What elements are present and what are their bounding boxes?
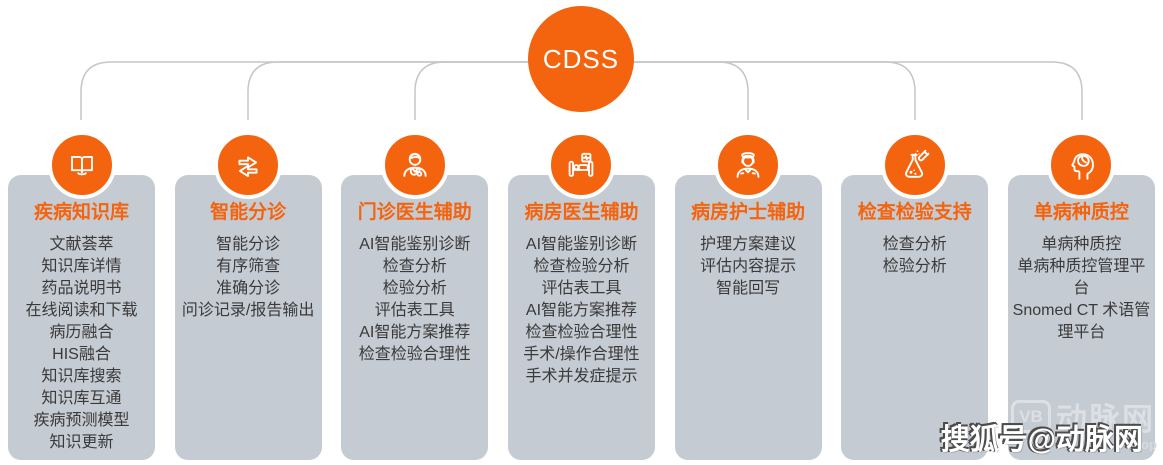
feature-item: 准确分诊 bbox=[216, 280, 281, 297]
doctor-icon bbox=[380, 131, 449, 199]
feature-item: 检验分析 bbox=[382, 280, 447, 297]
column-title: 智能分诊 bbox=[210, 202, 287, 223]
feature-card: 检查检验支持 检查分析检验分析 bbox=[841, 175, 989, 460]
feature-item: 评估表工具 bbox=[541, 280, 622, 297]
brain-head-icon bbox=[1047, 131, 1116, 199]
feature-item: 检验分析 bbox=[882, 258, 947, 275]
column-title: 单病种质控 bbox=[1033, 202, 1129, 223]
connector-col3 bbox=[414, 61, 581, 120]
feature-item: 病历融合 bbox=[49, 324, 114, 341]
feature-item: 知识库详情 bbox=[41, 258, 122, 275]
nurse-icon bbox=[714, 131, 783, 199]
feature-item: AI智能鉴别诊断 bbox=[359, 236, 471, 253]
vcbeat-logo-watermark: VB 动脉网 bbox=[1011, 394, 1155, 439]
feature-item: 检查检验合理性 bbox=[525, 324, 638, 341]
item-list: 单病种质控单病种质控管理平台 Snomed CT 术语管理平台 bbox=[1010, 234, 1153, 344]
feature-item: 知识库互通 bbox=[41, 390, 122, 407]
column-title: 病房护士辅助 bbox=[691, 202, 806, 223]
hospital-bed-icon bbox=[547, 131, 616, 199]
item-list: AI智能鉴别诊断检查检验分析评估表工具 AI智能方案推荐检查检验合理性手术/操作合… bbox=[510, 234, 653, 388]
feature-item: Snomed CT 术语管理平台 bbox=[1012, 302, 1151, 341]
feature-item: 在线阅读和下载 bbox=[25, 302, 138, 319]
feature-card: 单病种质控 单病种质控单病种质控管理平台 Snomed CT 术语管理平台 bbox=[1007, 175, 1155, 460]
feature-item: 智能回写 bbox=[716, 280, 781, 297]
feature-item: 知识库搜索 bbox=[41, 368, 122, 385]
lab-flask-icon bbox=[880, 131, 949, 199]
cdss-root-label: CDSS bbox=[542, 43, 620, 74]
feature-item: 有序筛查 bbox=[216, 258, 281, 275]
feature-card: 病房护士辅助 护理方案建议评估内容提示智能回写 bbox=[674, 175, 822, 460]
feature-column: 病房护士辅助 护理方案建议评估内容提示智能回写 bbox=[674, 0, 822, 460]
feature-column: 病房医生辅助 AI智能鉴别诊断检查检验分析评估表工具 AI智能方案推荐检查检验合理… bbox=[507, 0, 655, 460]
feature-item: 知识更新 bbox=[49, 434, 114, 451]
feature-item: 手术并发症提示 bbox=[525, 368, 638, 385]
transfer-arrows-icon bbox=[214, 131, 283, 199]
cdss-root-node: CDSS bbox=[528, 6, 634, 112]
item-list: 智能分诊有序筛查准确分诊问诊记录/报告输出 bbox=[177, 234, 320, 322]
connector-col1 bbox=[80, 61, 581, 120]
column-title: 检查检验支持 bbox=[857, 202, 972, 223]
column-title: 门诊医生辅助 bbox=[357, 202, 472, 223]
sohu-watermark-text: 搜狐号@动脉网 bbox=[940, 424, 1143, 456]
item-list: 护理方案建议评估内容提示智能回写 bbox=[677, 234, 820, 300]
vcbeat-logo-text: 动脉网 bbox=[1056, 402, 1155, 437]
feature-item: 检查检验合理性 bbox=[358, 346, 471, 363]
feature-card: 病房医生辅助 AI智能鉴别诊断检查检验分析评估表工具 AI智能方案推荐检查检验合理… bbox=[507, 175, 655, 460]
feature-item: 检查检验分析 bbox=[533, 258, 630, 275]
book-icon bbox=[47, 131, 116, 199]
feature-item: 手术/操作合理性 bbox=[523, 346, 640, 363]
feature-item: AI智能方案推荐 bbox=[359, 324, 471, 341]
feature-column: 智能分诊 智能分诊有序筛查准确分诊问诊记录/报告输出 bbox=[174, 0, 322, 460]
item-list: AI智能鉴别诊断检查分析检验分析评估表工具 AI智能方案推荐检查检验合理性 bbox=[343, 234, 486, 366]
item-list: 检查分析检验分析 bbox=[843, 234, 986, 278]
feature-item: 评估内容提示 bbox=[700, 258, 797, 275]
feature-item: 检查分析 bbox=[882, 236, 947, 253]
watermark-partial-text: op bbox=[1141, 437, 1157, 452]
feature-card: 门诊医生辅助 AI智能鉴别诊断检查分析检验分析评估表工具 AI智能方案推荐检查检验… bbox=[341, 175, 489, 460]
feature-column: 门诊医生辅助 AI智能鉴别诊断检查分析检验分析评估表工具 AI智能方案推荐检查检验… bbox=[341, 0, 489, 460]
feature-item: 问诊记录/报告输出 bbox=[181, 302, 315, 319]
feature-item: 检查分析 bbox=[382, 258, 447, 275]
item-list: 文献荟萃知识库详情药品说明书在线阅读和下载病历融合 HIS融合知识库搜索知识库互通… bbox=[10, 234, 153, 454]
connector-col2 bbox=[247, 61, 581, 120]
feature-item: 智能分诊 bbox=[216, 236, 281, 253]
feature-column: 单病种质控 单病种质控单病种质控管理平台 Snomed CT 术语管理平台 bbox=[1007, 0, 1155, 460]
feature-item: AI智能方案推荐 bbox=[525, 302, 638, 319]
vcbeat-logo-icon: VB bbox=[1011, 400, 1051, 433]
feature-column: 疾病知识库 文献荟萃知识库详情药品说明书在线阅读和下载病历融合 HIS融合知识库搜… bbox=[8, 0, 155, 460]
watermark: VB 动脉网 op 搜狐号@动脉网 bbox=[903, 385, 1163, 465]
feature-item: 单病种质控管理平台 bbox=[1017, 258, 1146, 297]
connector-col7 bbox=[581, 61, 1083, 120]
feature-column: 检查检验支持 检查分析检验分析 bbox=[841, 0, 989, 460]
feature-item: 评估表工具 bbox=[374, 302, 455, 319]
feature-item: HIS融合 bbox=[52, 346, 111, 363]
feature-item: 疾病预测模型 bbox=[33, 412, 130, 429]
column-title: 疾病知识库 bbox=[33, 202, 129, 223]
feature-item: AI智能鉴别诊断 bbox=[525, 236, 638, 253]
column-title: 病房医生辅助 bbox=[524, 202, 639, 223]
feature-card: 疾病知识库 文献荟萃知识库详情药品说明书在线阅读和下载病历融合 HIS融合知识库搜… bbox=[8, 175, 155, 460]
feature-card: 智能分诊 智能分诊有序筛查准确分诊问诊记录/报告输出 bbox=[174, 175, 322, 460]
feature-item: 药品说明书 bbox=[41, 280, 122, 297]
feature-item: 护理方案建议 bbox=[700, 236, 797, 253]
feature-item: 文献荟萃 bbox=[49, 236, 114, 253]
feature-item: 单病种质控 bbox=[1041, 236, 1122, 253]
